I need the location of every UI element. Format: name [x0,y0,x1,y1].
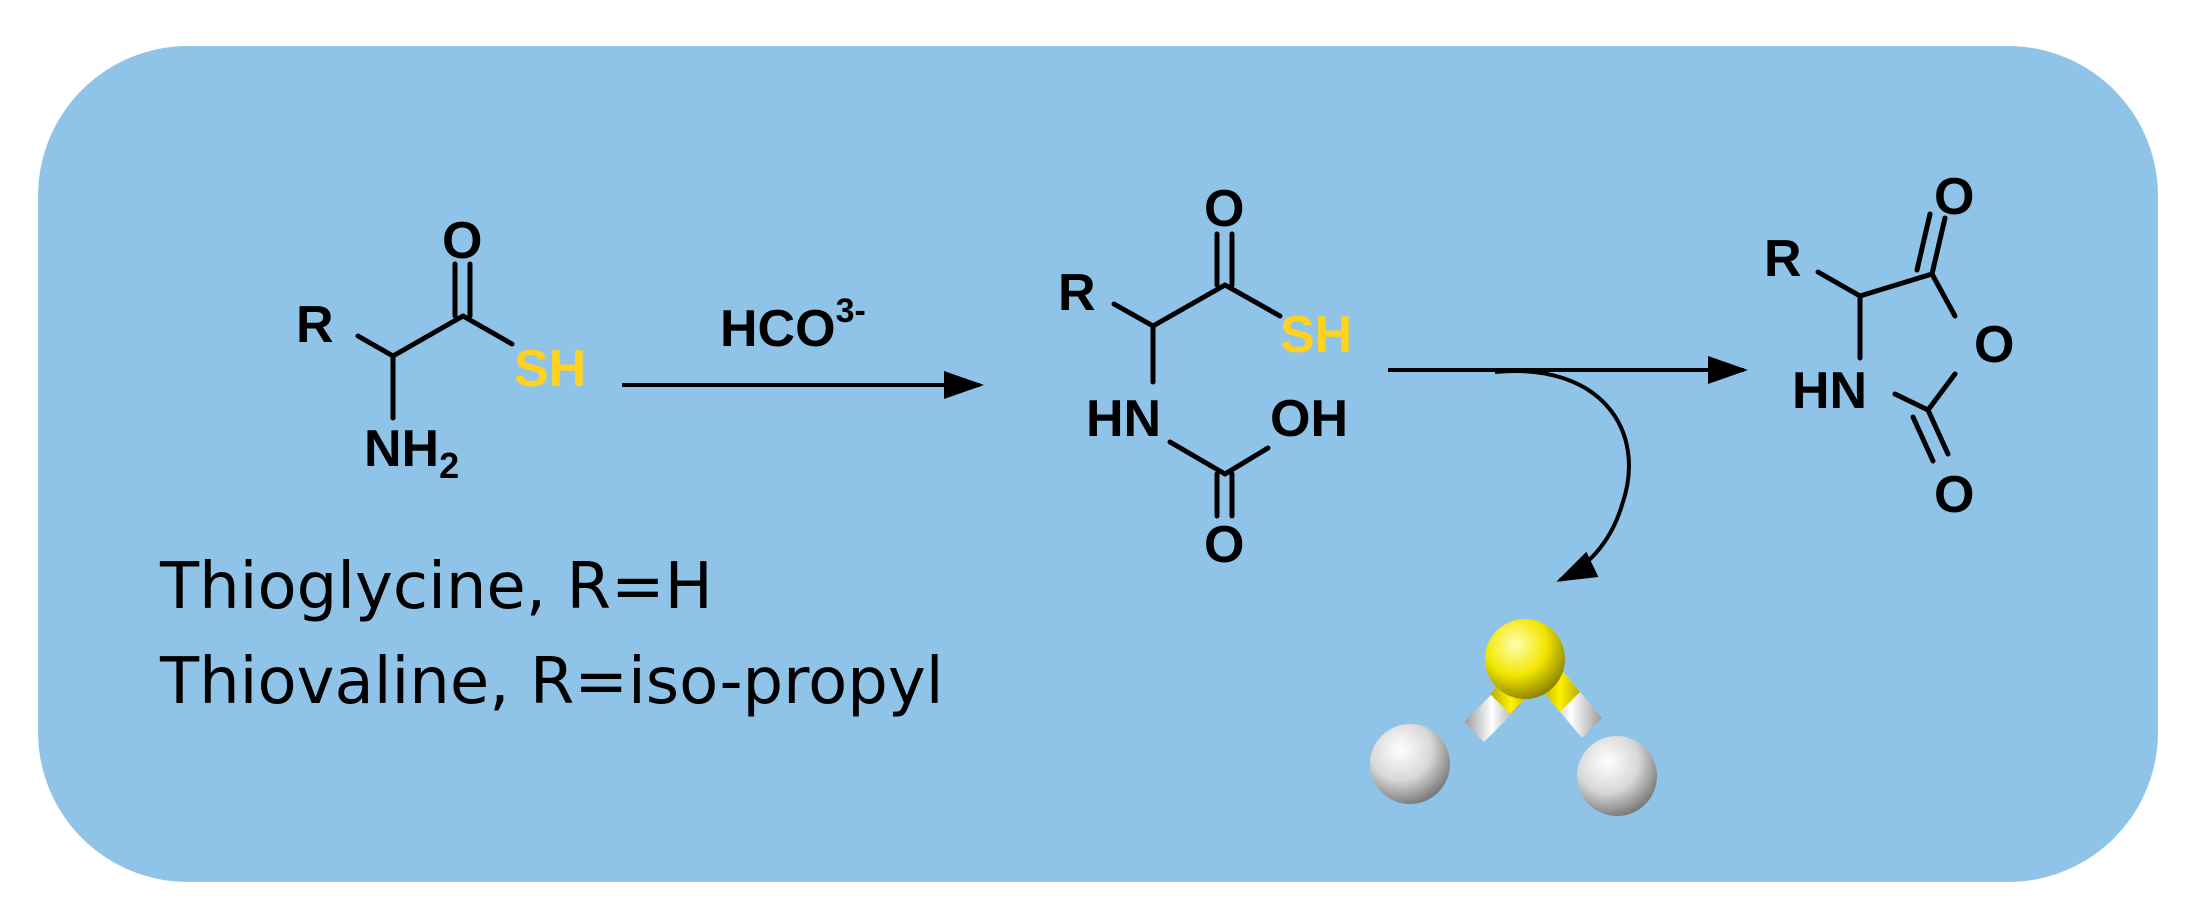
product-o-ring-label: O [1974,316,2014,374]
caption-thioglycine: Thioglycine, R=H [159,550,713,624]
caption-thiovaline: Thiovaline, R=iso-propyl [159,645,944,719]
reactant-sh-label: SH [514,340,586,398]
intermediate-r-label: R [1058,264,1096,322]
reactant-nh-text: NH [364,420,439,478]
intermediate-o-bottom-label: O [1204,516,1244,574]
elimination-curved-arrow [1494,369,1631,582]
product-hn-label: HN [1792,362,1867,420]
intermediate-oh-label: OH [1270,390,1348,448]
reactant-o-label: O [442,212,482,270]
reactant-structure: R O SH NH2 [296,212,586,486]
h2s-molecule-icon [1370,619,1657,816]
product-structure: R O O HN O [1764,168,2014,524]
intermediate-o-top-label: O [1204,180,1244,238]
reactant-nh-subscript: 2 [439,445,459,486]
product-r-label: R [1764,230,1802,288]
reactant-nh2-label: NH2 [364,420,459,486]
product-o-bottom-label: O [1934,466,1974,524]
intermediate-hn-label: HN [1086,390,1161,448]
panel-background [38,46,2158,882]
reactant-r-label: R [296,296,334,354]
reagent-base: HCO [720,300,836,358]
intermediate-structure: R O SH HN OH O [1058,180,1352,574]
reagent-superscript: 3- [836,292,866,330]
reagent-label: HCO3- [720,292,866,358]
intermediate-sh-label: SH [1280,306,1352,364]
product-o-top-label: O [1934,168,1974,226]
